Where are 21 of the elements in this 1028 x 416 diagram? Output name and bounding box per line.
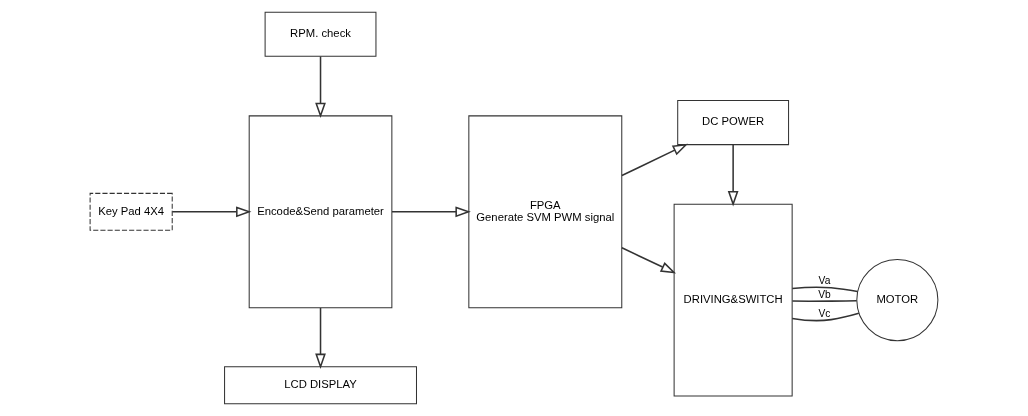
node-box: Key Pad 4X4 <box>89 192 173 231</box>
connector <box>791 312 860 322</box>
node-box: DRIVING&SWITCH <box>673 203 793 397</box>
arrow <box>621 247 677 274</box>
node-box: FPGA Generate SVM PWM signal <box>468 115 623 309</box>
arrow <box>171 206 252 218</box>
arrow <box>727 144 739 207</box>
edge-label: Va <box>818 274 831 286</box>
edge-label: Vb <box>818 289 831 301</box>
edge-label: Vc <box>818 307 831 319</box>
connector <box>791 300 858 302</box>
connector <box>791 286 859 293</box>
arrow <box>621 143 689 177</box>
arrow <box>315 307 326 369</box>
node-circle: MOTOR <box>856 259 939 342</box>
node-box: Encode&Send parameter <box>248 115 393 309</box>
node-box: DC POWER <box>677 99 790 146</box>
node-box: LCD DISPLAY <box>224 366 417 405</box>
node-box: RPM. check <box>264 11 377 57</box>
arrow <box>391 206 471 218</box>
arrow <box>315 55 326 119</box>
